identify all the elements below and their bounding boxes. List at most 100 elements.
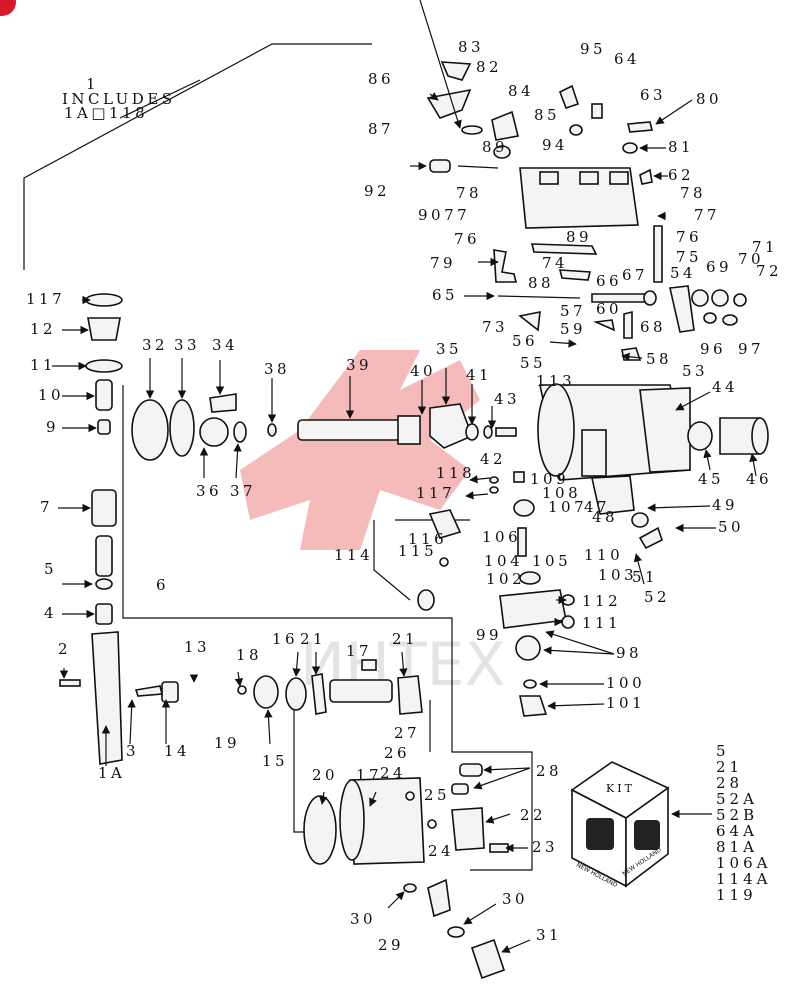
part-label-68: 68 [640,318,666,336]
part-label-15: 15 [262,752,288,770]
part-number-labels: 83 82 86 95 64 80 84 63 87 85 81 89 94 6… [26,38,782,954]
part-label-117a: 117 [26,290,65,308]
part-label-114: 114 [334,546,373,564]
rotor-parts [131,393,663,611]
kit-box-label: KIT [606,782,635,795]
part-label-107: 107 [548,498,587,516]
includes-label: INCLUDES [62,90,176,108]
kit-item: 114A [716,870,771,888]
kit-item: 52B [716,806,758,824]
part-label-80: 80 [696,90,722,108]
part-label-65: 65 [432,286,458,304]
cam-advance-parts [134,659,509,980]
part-label-43: 43 [494,390,520,408]
kit-items-list: 5 21 28 52A 52B 64A 81A 106A 114A 119 [716,742,771,904]
part-label-10: 10 [38,386,64,404]
part-label-46: 46 [746,470,772,488]
part-label-40: 40 [410,362,436,380]
part-label-109: 109 [530,470,569,488]
leader-arrows [52,0,758,953]
part-label-111: 111 [582,614,621,632]
part-label-94: 94 [542,136,568,154]
part-label-30a: 30 [350,910,376,928]
part-label-89b: 89 [566,228,592,246]
includes-number: 1 [86,75,99,93]
part-label-72: 72 [756,262,782,280]
part-label-104: 104 [484,552,523,570]
part-label-31: 31 [536,926,562,944]
part-label-13: 13 [184,638,210,656]
kit-item: 106A [716,854,771,872]
part-label-105: 105 [532,552,571,570]
part-label-87: 87 [368,120,394,138]
part-label-50: 50 [718,518,744,536]
part-label-24a: 24 [380,764,406,782]
part-label-108: 108 [542,484,581,502]
part-label-77: 77 [694,206,720,224]
part-label-24b: 24 [428,842,454,860]
part-label-33: 33 [174,336,200,354]
part-label-97: 97 [738,340,764,358]
part-label-79: 79 [430,254,456,272]
part-label-82: 82 [476,58,502,76]
part-label-9077: 9077 [418,206,470,224]
part-label-17a: 17 [346,642,372,660]
part-label-34: 34 [212,336,238,354]
part-label-62: 62 [668,166,694,184]
part-label-71: 71 [752,238,778,256]
part-label-70: 70 [738,250,764,268]
part-label-52: 52 [644,588,670,606]
part-label-47: 47 [584,498,610,516]
part-label-36: 36 [196,482,222,500]
part-label-54: 54 [670,264,696,282]
part-label-101: 101 [606,694,645,712]
part-label-74: 74 [542,254,568,272]
part-label-76b: 76 [676,228,702,246]
part-label-100: 100 [606,674,645,692]
part-label-76a: 76 [454,230,480,248]
part-label-102: 102 [486,570,525,588]
part-label-17b: 17 [356,766,382,784]
part-label-73: 73 [482,318,508,336]
part-label-27: 27 [394,724,420,742]
part-label-51: 51 [632,568,658,586]
part-label-30b: 30 [502,890,528,908]
part-label-14: 14 [164,742,190,760]
kit-item: 5 [716,742,730,760]
part-label-22: 22 [520,806,546,824]
includes-bracket: 1 INCLUDES 1A□118 [23,43,372,270]
part-label-112: 112 [582,592,621,610]
part-label-116: 116 [408,530,447,548]
part-label-118: 118 [436,464,475,482]
corner-badge-icon [0,0,16,16]
kit-item: 28 [716,774,743,792]
part-label-117b: 117 [416,484,455,502]
part-label-19: 19 [214,734,240,752]
part-label-7: 7 [40,498,53,516]
part-label-48: 48 [592,508,618,526]
part-label-78b: 78 [680,184,706,202]
part-label-99: 99 [476,626,502,644]
part-label-16: 16 [272,630,298,648]
distributor-head [499,571,575,717]
part-label-25: 25 [424,786,450,804]
part-label-45: 45 [698,470,724,488]
part-label-23: 23 [532,838,558,856]
part-label-38: 38 [264,360,290,378]
part-label-60: 60 [596,300,622,318]
part-label-57: 57 [560,302,586,320]
kit-item: 81A [716,838,758,856]
part-label-20: 20 [312,766,338,784]
part-label-18: 18 [236,646,262,664]
part-label-89a: 89 [482,138,508,156]
part-label-21b: 21 [392,630,418,648]
part-label-78a: 78 [456,184,482,202]
part-label-42: 42 [480,450,506,468]
part-label-92: 92 [364,182,390,200]
part-label-69: 69 [706,258,732,276]
part-label-75: 75 [676,248,702,266]
part-label-28: 28 [536,762,562,780]
part-label-29: 29 [378,936,404,954]
